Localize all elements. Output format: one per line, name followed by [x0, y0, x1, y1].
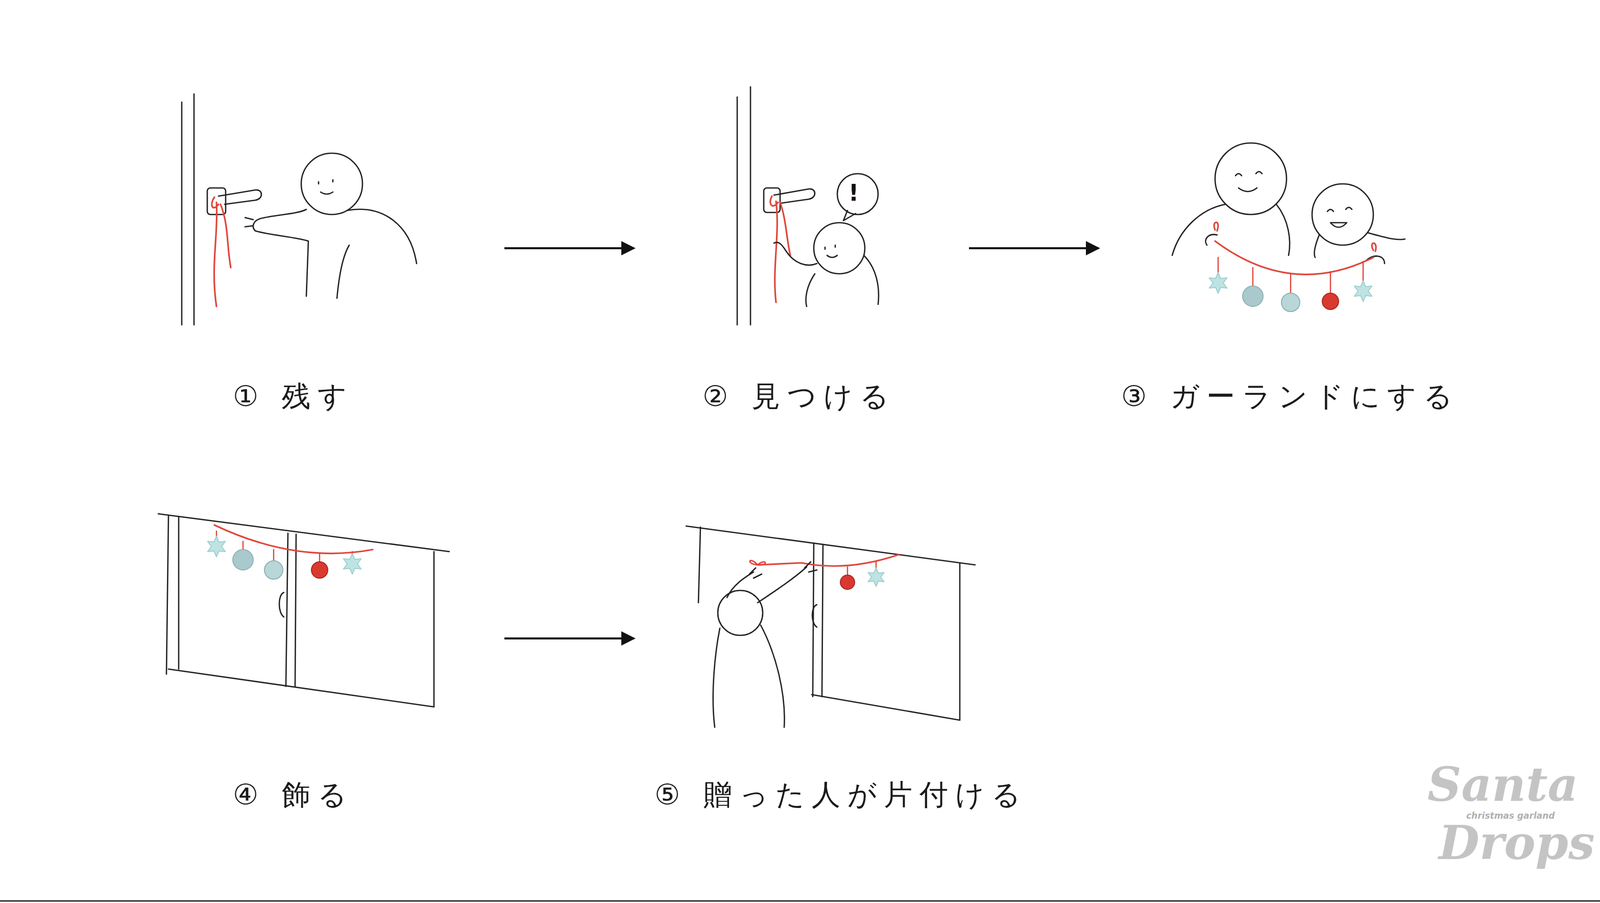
sketch-stroke: [168, 668, 434, 707]
ornament-string: [1217, 257, 1219, 275]
flow-arrow: [504, 247, 635, 250]
ornament-string: [1362, 261, 1364, 283]
sketch-stroke: [1214, 222, 1376, 252]
sketch-stroke: [211, 197, 231, 307]
sketch-stroke: [1205, 234, 1385, 264]
step-caption: ② 見つける: [702, 378, 896, 414]
sketch-stroke: [245, 217, 254, 227]
sketch-stroke: [1172, 204, 1290, 256]
sketch-stroke: [295, 534, 297, 687]
star-ornament: [343, 553, 362, 574]
sketch-stroke: [279, 592, 284, 617]
sketch-stroke: [959, 562, 961, 720]
sketch-stroke: [825, 245, 838, 258]
sketch-stroke: [1312, 183, 1374, 246]
sketch-stroke: [1314, 232, 1405, 258]
exclamation-mark: !: [848, 180, 859, 206]
sketch-stroke: [433, 551, 435, 707]
ball-ornament: [840, 574, 855, 590]
sketch-stroke: [812, 604, 817, 627]
sketch-stroke: [158, 513, 450, 552]
sketch-stroke: [736, 97, 739, 325]
sketch-stroke: [1235, 171, 1263, 192]
ball-ornament: [1322, 293, 1339, 310]
sketch-stroke: [336, 245, 350, 299]
bottom-rule: [0, 900, 1600, 902]
sketch-stroke: [749, 561, 817, 578]
step-panel: ① 残す: [163, 86, 501, 424]
sketch-stroke: [253, 209, 309, 297]
watermark: Santa: [1427, 758, 1579, 811]
flow-arrow: [968, 247, 1099, 250]
sketch-stroke: [717, 590, 763, 636]
panel-find: [737, 86, 879, 325]
sketch-stroke: [837, 173, 879, 215]
sketch-stroke: [285, 532, 288, 687]
panel-leave: [181, 93, 417, 325]
sketch-stroke: [218, 189, 262, 205]
sketch-stroke: [843, 210, 856, 221]
sketch-stroke: [806, 255, 879, 307]
ball-ornament: [232, 549, 254, 570]
sketch-stroke: [214, 524, 373, 554]
panel-put-away: [686, 525, 976, 727]
sketch-stroke: [773, 242, 817, 265]
ball-ornament: [311, 561, 328, 578]
sketch-stroke: [770, 196, 791, 303]
sketch-stroke: [763, 187, 781, 213]
sketch-stroke: [318, 179, 333, 195]
sketch-stroke: [686, 525, 976, 565]
sketch-stroke: [749, 560, 766, 566]
panel-decorate: [158, 513, 450, 707]
panel-garland: [1172, 142, 1405, 275]
flow-arrow: [504, 637, 635, 640]
sketch-stroke: [821, 544, 823, 697]
sketch-stroke: [178, 516, 180, 669]
star-ornament: [867, 567, 884, 587]
sketch-stroke: [813, 222, 865, 274]
step-caption: ④ 飾る: [232, 777, 354, 812]
watermark: Drops: [1438, 816, 1595, 869]
step-panel: ⑤ 贈った人が片付ける: [638, 505, 1032, 822]
step-caption: ③ ガーランドにする: [1121, 378, 1460, 414]
ball-ornament: [1281, 293, 1300, 312]
star-ornament: [207, 536, 226, 557]
sketch-stroke: [757, 554, 899, 566]
sketch-stroke: [698, 526, 701, 603]
star-ornament: [1209, 272, 1228, 294]
step-panel: ② 見つける: [638, 86, 965, 424]
ornament-string: [1290, 273, 1292, 296]
sketch-stroke: [1215, 142, 1287, 215]
step-caption: ① 残す: [232, 378, 354, 414]
ball-ornament: [264, 560, 283, 579]
sketch-stroke: [1215, 240, 1374, 275]
sketch-stroke: [181, 102, 183, 325]
sketch-stroke: [193, 93, 196, 325]
step-panel: ③ ガーランドにする: [1102, 86, 1464, 424]
sketch-stroke: [713, 624, 785, 727]
star-ornament: [1354, 280, 1373, 302]
step-panel: ④ 飾る: [163, 505, 501, 822]
sketch-stroke: [811, 694, 960, 720]
sketch-stroke: [1327, 207, 1352, 228]
step-caption: ⑤ 贈った人が片付ける: [654, 777, 1028, 812]
ornament-string: [1329, 271, 1331, 296]
sketch-stroke: [726, 566, 807, 603]
ornament-string: [1252, 267, 1254, 288]
sketch-stroke: [301, 153, 363, 215]
ornaments: [207, 257, 1373, 590]
sketch-stroke: [166, 515, 169, 674]
sketch-stroke: [749, 86, 752, 325]
sketch-stroke: [347, 209, 417, 264]
sketch-stroke: [773, 188, 815, 204]
ball-ornament: [1242, 285, 1264, 307]
